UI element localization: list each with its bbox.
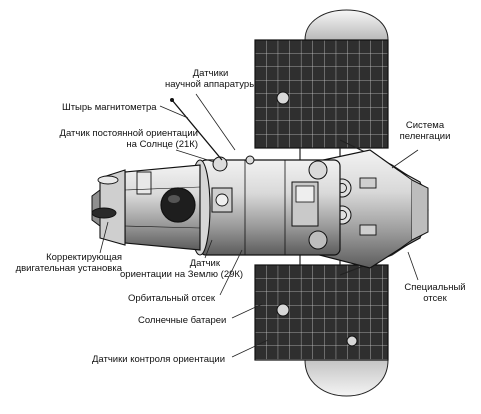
solar-panel-bottom <box>254 264 389 361</box>
label-science-sensors-text: Датчики научной аппаратуры <box>165 68 257 90</box>
label-sun-sensor: Датчик постоянной ориентации на Солнце (… <box>42 128 198 150</box>
label-sun-sensor-text: Датчик постоянной ориентации на Солнце (… <box>59 128 198 150</box>
label-correction-engine: Корректирующая двигательная установка <box>2 252 122 274</box>
label-special-compartment-text: Специальный отсек <box>404 282 466 304</box>
label-solar-panels-text: Солнечные батареи <box>138 315 227 326</box>
label-science-sensors: Датчики научной аппаратуры <box>165 68 256 90</box>
label-direction-finding-text: Система пеленгации <box>399 120 451 142</box>
label-magnetometer-boom: Штырь магнитометра <box>62 102 157 113</box>
bottom-radiator <box>304 359 389 397</box>
correction-engine <box>91 164 201 251</box>
leader-lines <box>99 93 419 358</box>
label-correction-engine-text: Корректирующая двигательная установка <box>15 252 122 274</box>
label-magnetometer-boom-text: Штырь магнитометра <box>62 102 157 113</box>
label-solar-panels: Солнечные батареи <box>138 315 226 326</box>
label-attitude-sensors-text: Датчики контроля ориентации <box>92 354 226 365</box>
label-orbital-compartment-text: Орбитальный отсек <box>128 293 215 304</box>
label-direction-finding: Система пеленгации <box>385 120 465 142</box>
label-orbital-compartment: Орбитальный отсек <box>128 293 215 304</box>
label-attitude-sensors: Датчики контроля ориентации <box>92 354 225 365</box>
top-radiator <box>304 9 389 41</box>
label-earth-sensor-text: Датчик ориентации на Землю (29К) <box>120 258 244 280</box>
magnetometer-boom <box>170 98 223 161</box>
label-earth-sensor: Датчик ориентации на Землю (29К) <box>120 258 243 280</box>
solar-panel-top <box>254 39 389 149</box>
orbital-compartment <box>189 155 341 256</box>
label-special-compartment: Специальный отсек <box>392 282 478 304</box>
